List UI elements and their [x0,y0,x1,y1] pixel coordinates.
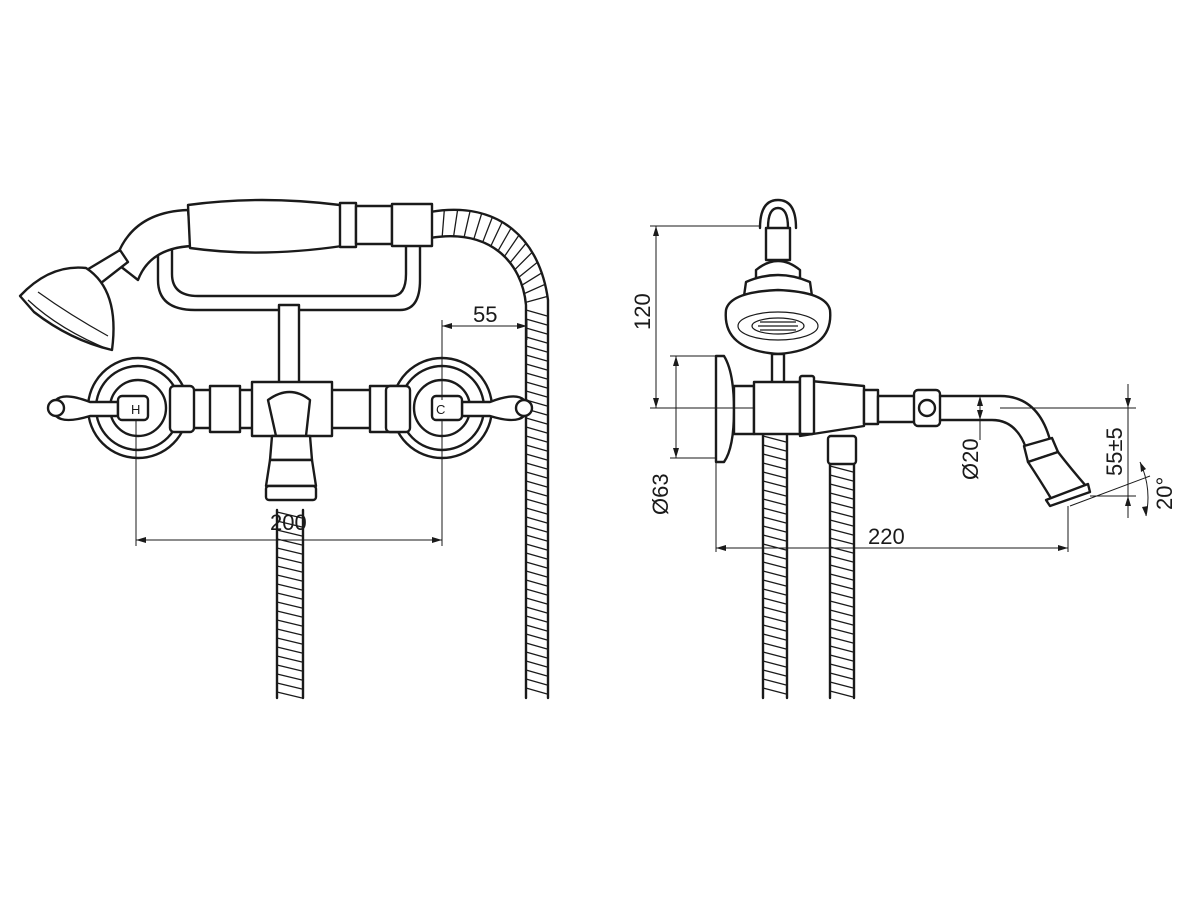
dim-flange-diameter: Ø63 [648,355,716,515]
side-hose-left [761,428,789,700]
dim-20-label: Ø20 [958,438,983,480]
front-right-hose [428,208,550,700]
dim-200-label: 200 [270,510,307,535]
dim-centres: 200 [135,420,443,546]
side-wall-flange [714,354,756,464]
dim-120-label: 120 [630,293,655,330]
left-valve [46,356,196,460]
side-spout [938,394,1092,508]
dim-220-label: 220 [868,524,905,549]
side-view: 120 Ø63 Ø20 55±5 [630,198,1177,700]
dim-connector-offset: 55 [441,302,528,400]
side-body [752,374,942,438]
dim-55-5-label: 55±5 [1102,427,1127,476]
front-view: H C 55 200 [18,198,550,700]
side-hose-right [826,434,858,700]
hot-marker: H [131,402,140,417]
cold-marker: C [436,402,445,417]
front-outlet [264,390,318,502]
dim-20deg-label: 20° [1152,477,1177,510]
side-shower-head [724,198,832,390]
dim-spout-angle: 20° [1069,461,1177,517]
right-valve [384,356,534,460]
dim-projection: 220 [715,462,1069,552]
hand-shower [18,198,434,352]
dim-spout-drop: 55±5 [1000,384,1136,518]
front-left-hose [275,508,305,700]
dim-shower-height: 120 [630,225,760,409]
dim-spout-diameter: Ø20 [958,396,983,480]
dim-63-label: Ø63 [648,473,673,515]
dim-55-label: 55 [473,302,497,327]
